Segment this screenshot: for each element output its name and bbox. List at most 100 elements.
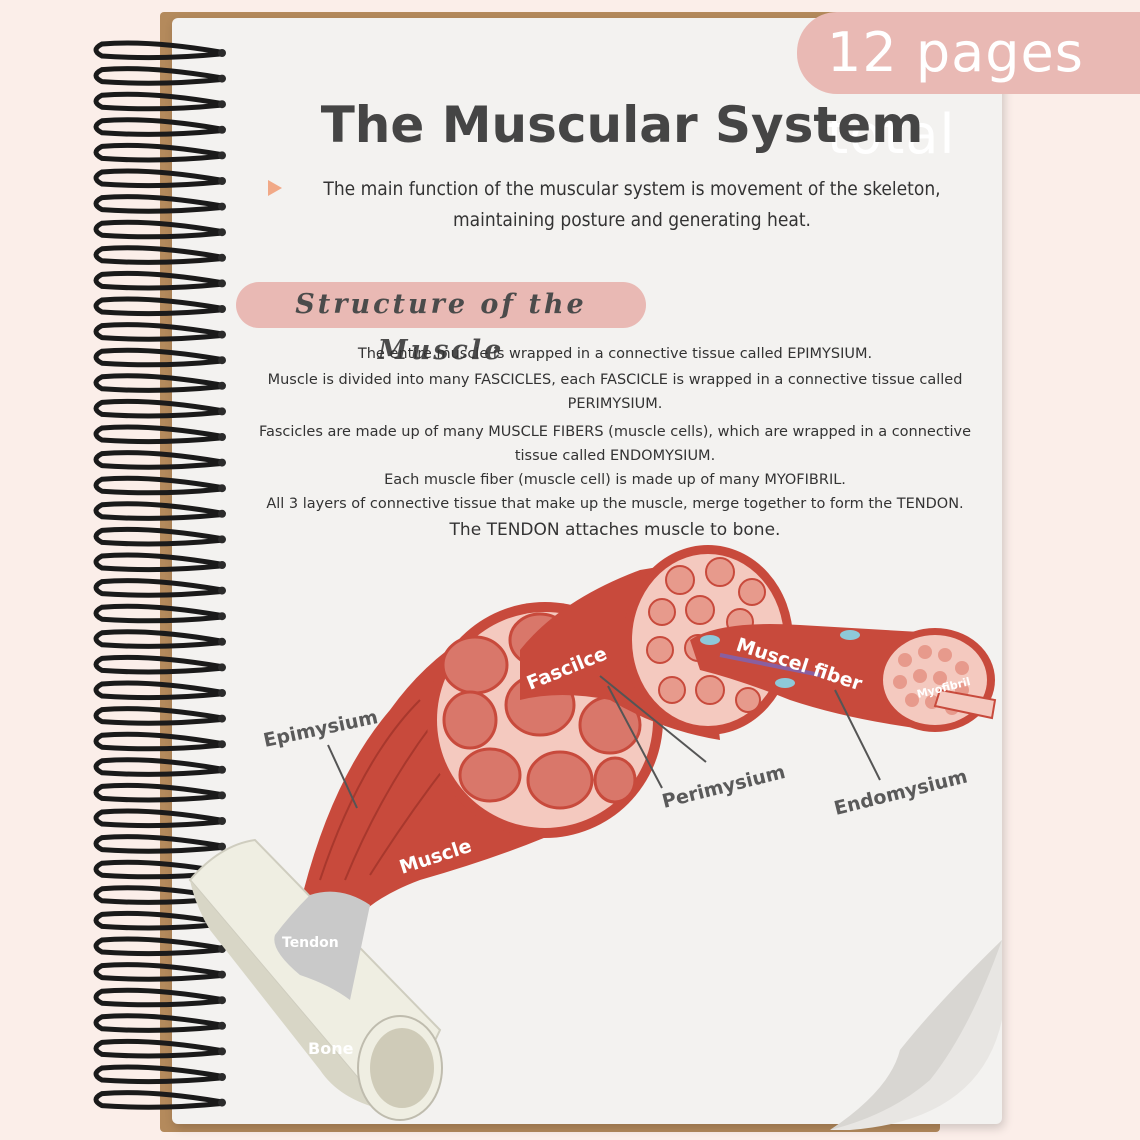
spiral-hole — [218, 177, 226, 185]
spiral-ring — [93, 987, 221, 1008]
spiral-hole — [218, 433, 226, 441]
spiral-ring — [93, 168, 221, 189]
spiral-hole — [218, 49, 226, 57]
label-tendon: Tendon — [282, 935, 339, 951]
label-bone: Bone — [308, 1039, 354, 1058]
spiral-ring — [93, 142, 221, 163]
page-curl — [830, 940, 1002, 1130]
label-epimysium: Epimysium — [261, 706, 379, 752]
spiral-ring — [93, 1064, 221, 1085]
label-perimysium: Perimysium — [660, 761, 788, 813]
spiral-hole — [218, 1021, 226, 1030]
spiral-ring — [93, 910, 221, 931]
spiral-ring — [93, 808, 221, 829]
spiral-ring — [93, 322, 221, 342]
label-endomysium: Endomysium — [832, 765, 970, 819]
tendon — [274, 891, 370, 1000]
spiral-ring — [93, 757, 221, 777]
spiral-ring — [93, 782, 221, 803]
spiral-hole — [218, 1073, 226, 1081]
intro-bullet: The main function of the muscular system… — [268, 174, 968, 236]
spiral-hole — [218, 586, 226, 595]
spiral-hole — [218, 509, 226, 518]
spiral-ring — [93, 885, 221, 905]
spiral-hole — [218, 74, 226, 83]
spiral-ring — [93, 219, 221, 240]
page-title: The Muscular System — [320, 96, 924, 154]
spiral-ring — [93, 834, 221, 854]
spiral-hole — [218, 970, 226, 979]
spiral-hole — [218, 561, 226, 569]
spiral-hole — [218, 100, 226, 109]
spiral-hole — [218, 1098, 226, 1107]
spiral-ring — [93, 296, 221, 317]
spiral-ring — [93, 1038, 221, 1059]
spiral-ring — [93, 731, 221, 752]
spiral-ring — [93, 1090, 221, 1110]
spiral-ring — [93, 552, 221, 573]
spiral-ring — [93, 373, 221, 393]
spiral-hole — [218, 1047, 226, 1056]
spiral-ring — [93, 66, 221, 86]
intro-text: The main function of the muscular system… — [323, 178, 941, 231]
spiral-hole — [218, 637, 226, 646]
bullet-arrow-icon — [268, 180, 282, 196]
spiral-ring — [93, 680, 221, 701]
paragraph-bone: The TENDON attaches muscle to bone. — [449, 520, 781, 540]
spiral-ring — [93, 398, 221, 419]
spiral-ring — [93, 501, 221, 521]
spiral-hole — [218, 381, 226, 390]
spiral-hole — [218, 484, 226, 493]
spiral-hole — [218, 407, 226, 416]
spiral-hole — [218, 765, 226, 774]
spiral-binding — [93, 40, 226, 1110]
spiral-hole — [218, 714, 226, 723]
section-heading: Structure of the Muscle — [236, 282, 646, 366]
spiral-hole — [218, 253, 226, 262]
paragraph-tendon: All 3 layers of connective tissue that m… — [266, 496, 964, 512]
spiral-ring — [93, 117, 221, 137]
paragraph-epimysium: The entire muscle is wrapped in a connec… — [357, 346, 873, 362]
spiral-hole — [218, 612, 226, 621]
paragraph-fascicles: Muscle is divided into many FASCICLES, e… — [267, 372, 963, 412]
structure-description: The entire muscle is wrapped in a connec… — [245, 342, 985, 544]
spiral-ring — [93, 962, 221, 982]
myofibril-strand — [933, 688, 997, 720]
spiral-ring — [93, 194, 221, 214]
spiral-hole — [218, 125, 226, 134]
spiral-hole — [218, 791, 226, 800]
paragraph-myofibril: Each muscle fiber (muscle cell) is made … — [384, 472, 846, 488]
spiral-hole — [218, 330, 226, 339]
spiral-ring — [93, 859, 221, 880]
page-count-badge: 12 pages total — [797, 12, 1140, 166]
spiral-ring — [93, 475, 221, 496]
spiral-hole — [218, 356, 226, 365]
spiral-ring — [93, 347, 221, 368]
muscle-fiber-body — [690, 624, 930, 730]
spiral-ring — [93, 270, 221, 291]
spiral-hole — [218, 305, 226, 313]
spiral-ring — [93, 706, 221, 726]
spiral-hole — [218, 996, 226, 1005]
spiral-hole — [218, 817, 226, 825]
spiral-ring — [93, 526, 221, 547]
spiral-ring — [93, 40, 221, 61]
spiral-ring — [93, 424, 221, 445]
spiral-hole — [218, 663, 226, 672]
spiral-hole — [218, 151, 226, 160]
spiral-hole — [218, 535, 226, 544]
spiral-ring — [93, 91, 221, 112]
spiral-ring — [93, 450, 221, 470]
spiral-hole — [218, 228, 226, 237]
spiral-hole — [218, 202, 226, 211]
spiral-hole — [218, 279, 226, 288]
spiral-hole — [218, 458, 226, 467]
spiral-hole — [218, 842, 226, 851]
spiral-hole — [218, 740, 226, 749]
spiral-ring — [93, 936, 221, 957]
spiral-ring — [93, 654, 221, 675]
spiral-ring — [93, 603, 221, 624]
paragraph-muscle-fibers: Fascicles are made up of many MUSCLE FIB… — [258, 424, 972, 464]
spiral-ring — [93, 578, 221, 598]
